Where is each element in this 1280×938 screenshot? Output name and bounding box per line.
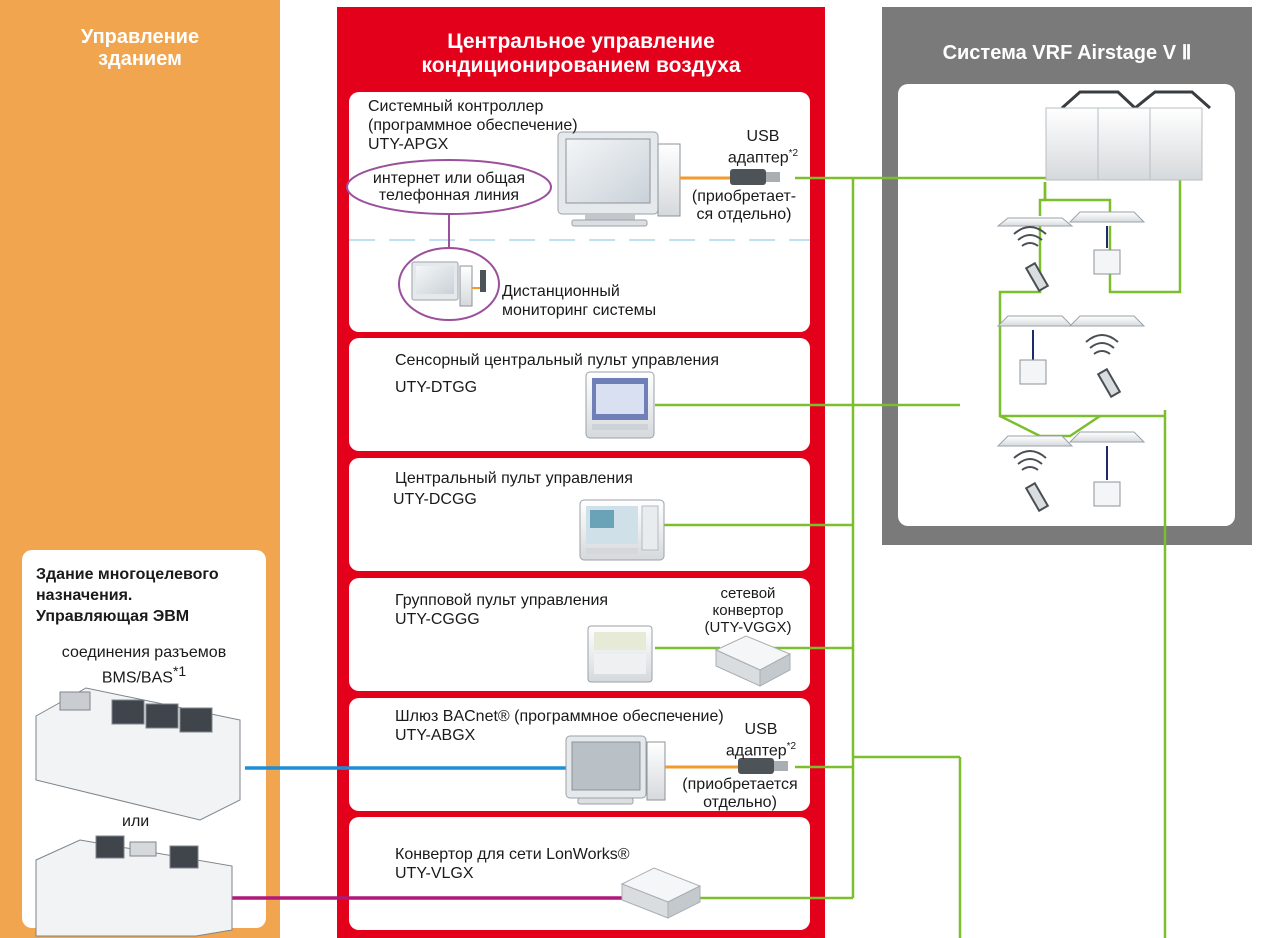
central-remote-model: UTY-DCGG bbox=[393, 491, 477, 508]
bacnet-sold-l1: (приобретается bbox=[682, 776, 798, 793]
central-title-line2: кондиционированием воздуха bbox=[421, 54, 741, 77]
sc-sold-l2: ся отдельно) bbox=[696, 206, 792, 223]
group-remote-model: UTY-CGGG bbox=[395, 611, 480, 628]
central-remote-device bbox=[579, 499, 665, 561]
network-converter-device bbox=[714, 635, 792, 687]
internet-l1: интернет или общая bbox=[372, 170, 526, 187]
building-title-l1: Здание многоцелевого bbox=[36, 566, 219, 583]
building-title-l3: Управляющая ЭВМ bbox=[36, 608, 190, 625]
building-title-line2: зданием bbox=[98, 48, 182, 70]
bacnet-usb-l2: адаптер bbox=[725, 742, 787, 760]
bms-conn-sup: *1 bbox=[172, 663, 187, 679]
touch-panel-label: Сенсорный центральный пульт управления bbox=[395, 352, 719, 369]
network-converter-label: сетевой конвертор (UTY-VGGX) bbox=[688, 585, 808, 636]
sc-line1: Системный контроллер bbox=[368, 98, 544, 115]
building-title-l2: назначения. bbox=[36, 587, 133, 604]
internet-l2: телефонная линия bbox=[378, 187, 520, 204]
lonworks-converter-device bbox=[620, 867, 702, 919]
sc-line2: (программное обеспечение) bbox=[368, 117, 578, 134]
bms-console-2 bbox=[35, 835, 233, 937]
building-column-title: Управление зданием bbox=[0, 26, 280, 70]
remote-l1: Дистанционный bbox=[502, 283, 620, 300]
touch-panel-model: UTY-DTGG bbox=[395, 379, 478, 396]
bms-conn-l1: соединения разъемов bbox=[61, 644, 227, 661]
green-bus bbox=[655, 176, 1182, 938]
bacnet-label: Шлюз BACnet® (программное обеспечение) bbox=[395, 708, 724, 725]
vrf-column-title: Система VRF Airstage V Ⅱ bbox=[942, 42, 1192, 64]
internet-label: интернет или общая телефонная линия bbox=[347, 170, 551, 204]
bacnet-usb-sup: *2 bbox=[786, 741, 797, 752]
touch-panel-device bbox=[585, 371, 655, 439]
indoor-units bbox=[996, 211, 1146, 447]
bms-conn-l2: BMS/BAS bbox=[101, 669, 173, 687]
bms-connection-label: соединения разъемов BMS/BAS*1 bbox=[22, 643, 266, 687]
system-controller-pc bbox=[557, 131, 780, 227]
sc-usb-sup: *2 bbox=[788, 148, 799, 159]
sc-usb-label: USB адаптер*2 bbox=[718, 128, 808, 166]
group-remote-device bbox=[587, 625, 653, 683]
bacnet-model: UTY-ABGX bbox=[395, 727, 476, 744]
central-title-line1: Центральное управление bbox=[447, 30, 715, 53]
remote-monitoring-pc bbox=[398, 247, 500, 321]
sc-usb-l1: USB bbox=[746, 128, 780, 145]
sc-model: UTY-APGX bbox=[368, 136, 449, 153]
central-remote-label: Центральный пульт управления bbox=[395, 470, 633, 487]
lonworks-label: Конвертор для сети LonWorks® bbox=[395, 846, 630, 863]
outdoor-units bbox=[1045, 90, 1211, 181]
lonworks-model: UTY-VLGX bbox=[395, 865, 474, 882]
system-controller-label: Системный контроллер (программное обеспе… bbox=[368, 97, 578, 154]
sc-sold-l1: (приобретает- bbox=[691, 188, 797, 205]
or-label: или bbox=[122, 813, 150, 830]
lonworks-card bbox=[349, 817, 810, 930]
wireless-remotes bbox=[1013, 226, 1122, 513]
wired-remotes bbox=[1019, 226, 1121, 507]
building-card-title: Здание многоцелевого назначения. Управля… bbox=[36, 564, 219, 627]
touch-panel-card bbox=[349, 338, 810, 451]
bms-console-1 bbox=[35, 687, 241, 821]
group-remote-label: Групповой пульт управления bbox=[395, 592, 609, 609]
remote-l2: мониторинг системы bbox=[502, 302, 657, 319]
remote-monitoring-label: Дистанционный мониторинг системы bbox=[502, 282, 656, 320]
bacnet-usb-label: USB адаптер*2 bbox=[716, 721, 806, 759]
conv-l3: (UTY-VGGX) bbox=[704, 619, 792, 636]
conv-l1: сетевой bbox=[720, 585, 776, 602]
conv-l2: конвертор bbox=[712, 602, 784, 619]
sc-sold-label: (приобретает- ся отдельно) bbox=[680, 188, 808, 224]
bacnet-sold-l2: отдельно) bbox=[703, 794, 777, 811]
sc-usb-l2: адаптер bbox=[727, 149, 789, 167]
bacnet-usb-l1: USB bbox=[744, 721, 778, 738]
building-title-line1: Управление bbox=[80, 26, 200, 48]
bacnet-sold-label: (приобретается отдельно) bbox=[672, 776, 808, 812]
bacnet-pc bbox=[565, 735, 788, 805]
central-column-title: Центральное управление кондиционирование… bbox=[337, 30, 825, 78]
